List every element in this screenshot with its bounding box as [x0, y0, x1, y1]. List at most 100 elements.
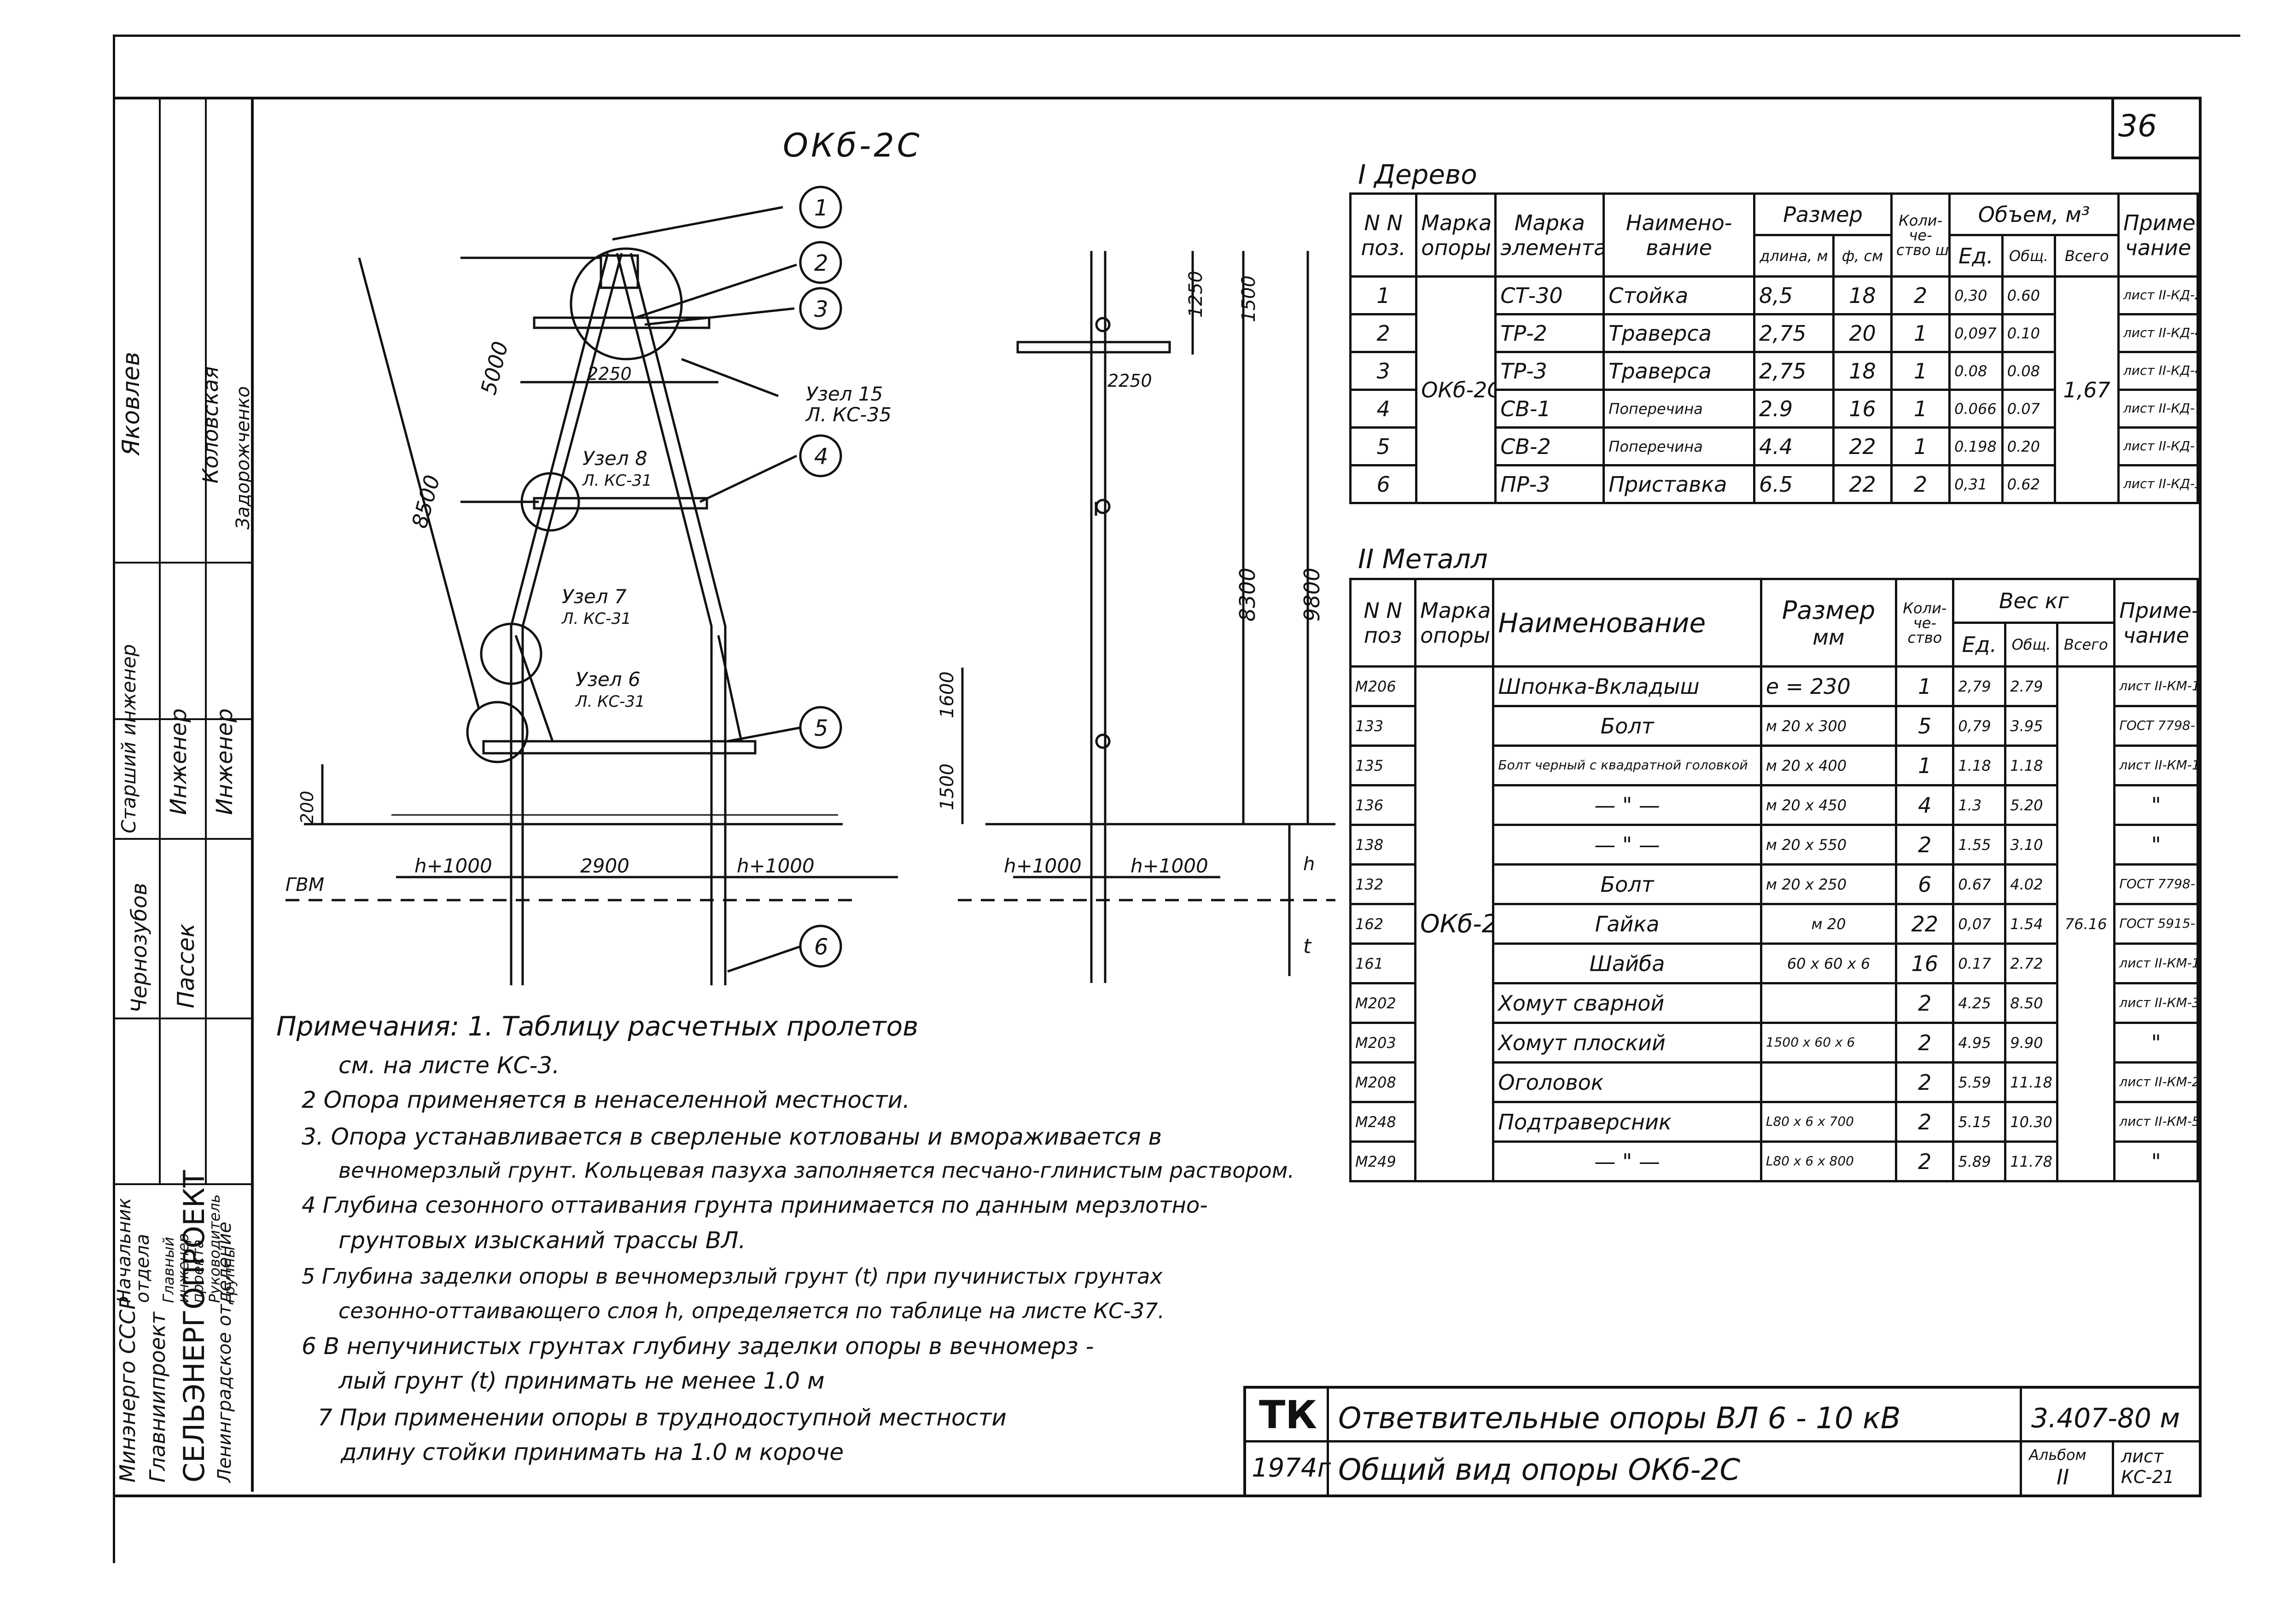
metal-size-4: м 20 х 450	[1760, 784, 1898, 826]
metal-note-7: ГОСТ 5915-70	[2113, 903, 2199, 945]
metal-note-1: лист II-КМ-1	[2113, 665, 2199, 707]
sheet-number: 36	[2118, 108, 2157, 144]
metal-note-4: "	[2113, 784, 2199, 826]
metal-n-9: М202	[1349, 982, 1417, 1024]
title-code: 3.407-80 м	[2031, 1402, 2180, 1434]
metal-ob-12: 10.30	[2004, 1101, 2059, 1143]
title-line-1: Ответвительные опоры ВЛ 6 - 10 кВ	[1338, 1402, 1901, 1436]
metal-name-6: Болт	[1492, 863, 1762, 905]
note-line-10: 6 В непучинистых грунтах глубину заделки…	[302, 1333, 1094, 1360]
title-sheet-label: лист	[2121, 1446, 2164, 1466]
metal-ob-13: 11.78	[2004, 1140, 2059, 1182]
metal-h-poz: поз	[1364, 622, 1402, 648]
dim-h: h	[1303, 854, 1315, 875]
wood-h-mo1: Марка	[1421, 210, 1492, 235]
metal-q-7: 22	[1895, 903, 1955, 945]
section-metal-title: II Металл	[1358, 543, 1488, 575]
metal-ed-5: 1.55	[1952, 824, 2007, 866]
wood-mark-2: ТР-2	[1494, 313, 1605, 353]
stamp-divider-5	[113, 1183, 251, 1185]
wood-q-5: 1	[1890, 426, 1951, 466]
title-block-vline-3	[2112, 1442, 2114, 1495]
metal-n-4: 136	[1349, 784, 1417, 826]
metal-q-3: 1	[1895, 744, 1955, 786]
metal-note-3: лист II-КМ-1	[2113, 744, 2199, 786]
wood-q-3: 1	[1890, 351, 1951, 391]
note-line-12: 7 При применении опоры в труднодоступной…	[318, 1404, 1007, 1431]
wood-q-6: 2	[1890, 464, 1951, 504]
dim-9800: 9800	[1300, 568, 1324, 622]
callout-4: 4	[814, 444, 828, 470]
stamp-divider-4	[113, 1018, 251, 1019]
wood-q-4: 1	[1890, 389, 1951, 429]
dim-2900: 2900	[580, 855, 629, 877]
metal-h-p2: чание	[2123, 622, 2189, 648]
metal-q-6: 6	[1895, 863, 1955, 905]
wood-n-6: 6	[1349, 464, 1418, 504]
metal-note-12: лист II-КМ-5	[2113, 1101, 2199, 1143]
wood-ed-4: 0.066	[1948, 389, 2004, 429]
metal-note-2: ГОСТ 7798-70	[2113, 705, 2199, 747]
wood-mark-5: СВ-2	[1494, 426, 1605, 466]
wood-d-3: 18	[1832, 351, 1893, 391]
wood-ob-1: 0.60	[2001, 275, 2057, 315]
metal-size-3: м 20 х 400	[1760, 744, 1898, 786]
wood-note-3: лист II-КД-4	[2117, 351, 2199, 391]
wood-h-mo2: опоры	[1421, 235, 1492, 260]
stamp-org-leningrad: Ленинградское отделение	[214, 1221, 235, 1483]
note-line-13: длину стойки принимать на 1.0 м короче	[341, 1439, 844, 1466]
dim-8500: 8500	[407, 472, 444, 531]
metal-h-ves: Вес кг	[1952, 578, 2116, 624]
wood-mark-6: ПР-3	[1494, 464, 1605, 504]
dim-8300: 8300	[1235, 568, 1260, 622]
node-15-name: Узел 15	[806, 383, 883, 405]
support-drawing: 1 2 3 4 5 6 Узел 15 Л. КС-35 Узел 8 Л. К…	[286, 186, 1335, 985]
callout-3: 3	[814, 297, 828, 322]
metal-h-k1: Коли-	[1903, 599, 1947, 617]
dim-1250: 1250	[1185, 271, 1206, 318]
wood-d-6: 22	[1832, 464, 1893, 504]
wood-mark-1: СТ-30	[1494, 275, 1605, 315]
note-line-3: 2 Опора применяется в ненаселенной местн…	[302, 1087, 910, 1113]
dim-t: t	[1303, 935, 1312, 958]
left-stamp: Яковлев Коловская Задорожченко Старший и…	[113, 97, 254, 1492]
node-circle-15	[570, 247, 683, 361]
metal-ed-7: 0,07	[1952, 903, 2007, 945]
metal-size-6: м 20 х 250	[1760, 863, 1898, 905]
wood-h-k1: Коли-	[1899, 211, 1943, 229]
wood-ed-6: 0,31	[1948, 464, 2004, 504]
wood-ed-3: 0.08	[1948, 351, 2004, 391]
dim-200: 200	[297, 791, 317, 824]
metal-size-1: е = 230	[1760, 665, 1898, 707]
top-cap	[600, 254, 639, 289]
title-year: 1974г	[1252, 1453, 1331, 1483]
wood-name-1: Стойка	[1603, 275, 1755, 315]
note-line-5: вечномерзлый грунт. Кольцевая пазуха зап…	[338, 1158, 1295, 1183]
metal-h-vsego: Всего	[2056, 622, 2116, 668]
metal-size-8: 60 х 60 х 6	[1760, 942, 1898, 984]
wood-h-k2: че-	[1909, 226, 1932, 244]
metal-ob-8: 2.72	[2004, 942, 2059, 984]
wood-n-5: 5	[1349, 426, 1418, 466]
stamp-col-2	[205, 97, 207, 1183]
metal-h-nn: N N	[1364, 598, 1402, 623]
dim-5000: 5000	[476, 339, 513, 397]
metal-q-11: 2	[1895, 1061, 1955, 1103]
metal-n-13: М249	[1349, 1140, 1417, 1182]
callout-5: 5	[814, 715, 828, 741]
callout-1: 1	[814, 195, 828, 221]
metal-h-p1: Приме-	[2119, 598, 2198, 623]
wood-h-vsego: Всего	[2054, 234, 2120, 278]
wood-ob-5: 0.20	[2001, 426, 2057, 466]
metal-name-4: — " —	[1492, 784, 1762, 826]
metal-note-11: лист II-КМ-2	[2113, 1061, 2199, 1103]
wood-ed-1: 0,30	[1948, 275, 2004, 315]
stamp-divider-3	[113, 838, 251, 840]
note-line-6: 4 Глубина сезонного оттаивания грунта пр…	[302, 1192, 1208, 1218]
wood-ed-5: 0.198	[1948, 426, 2004, 466]
metal-name-8: Шайба	[1492, 942, 1762, 984]
metal-ed-4: 1.3	[1952, 784, 2007, 826]
dim-h1000-a: h+1000	[414, 855, 492, 877]
